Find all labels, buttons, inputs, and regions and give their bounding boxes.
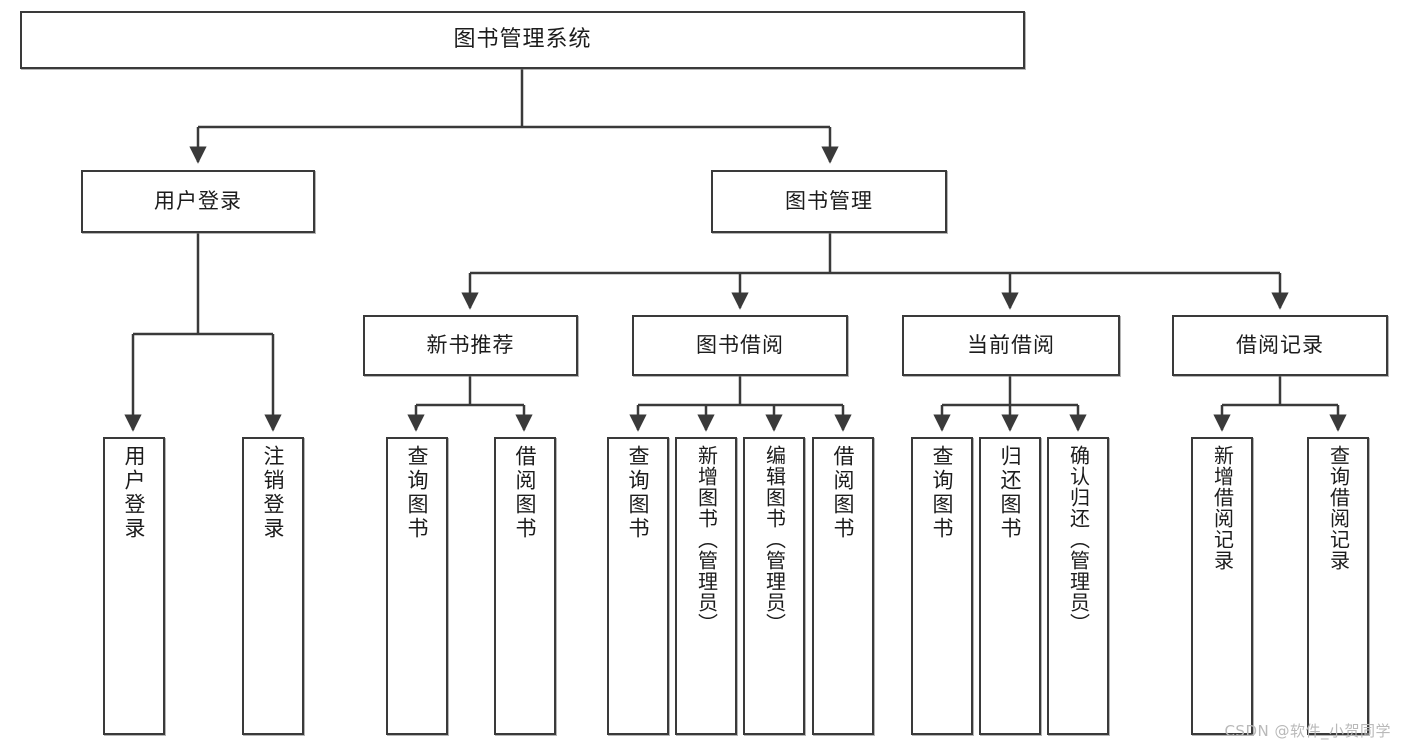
node-label: 查询图书	[930, 445, 955, 541]
leaf-add-borrow-record[interactable]: 新增借阅记录	[1191, 437, 1253, 735]
node-book-borrow[interactable]: 图书借阅	[632, 315, 848, 376]
node-label: 借阅图书	[831, 445, 856, 541]
node-label: 查询图书	[626, 445, 651, 541]
node-label: 图书借阅	[696, 333, 784, 358]
node-book-management[interactable]: 图书管理	[711, 170, 947, 233]
node-label: 查询借阅记录	[1326, 445, 1351, 571]
node-label: 图书管理	[785, 189, 873, 214]
node-borrow-record[interactable]: 借阅记录	[1172, 315, 1388, 376]
node-root-book-management-system[interactable]: 图书管理系统	[20, 11, 1025, 69]
watermark-text: CSDN @软件_小贺同学	[1224, 722, 1391, 740]
node-label: 归还图书	[998, 445, 1023, 541]
node-label: 注销登录	[261, 445, 286, 541]
leaf-query-book-current[interactable]: 查询图书	[911, 437, 973, 735]
leaf-query-book-borrow[interactable]: 查询图书	[607, 437, 669, 735]
leaf-confirm-return-admin[interactable]: 确认归还（管理员）	[1047, 437, 1109, 735]
node-label: 编辑图书（管理员）	[762, 445, 787, 634]
leaf-user-login[interactable]: 用户登录	[103, 437, 165, 735]
leaf-borrow-book[interactable]: 借阅图书	[812, 437, 874, 735]
leaf-return-book[interactable]: 归还图书	[979, 437, 1041, 735]
node-label: 新书推荐	[426, 333, 515, 358]
leaf-query-borrow-record[interactable]: 查询借阅记录	[1307, 437, 1369, 735]
node-new-book-recommend[interactable]: 新书推荐	[363, 315, 578, 376]
node-label: 查询图书	[405, 445, 430, 541]
leaf-edit-book-admin[interactable]: 编辑图书（管理员）	[743, 437, 805, 735]
leaf-borrow-book-recommend[interactable]: 借阅图书	[494, 437, 556, 735]
node-label: 用户登录	[122, 445, 147, 541]
leaf-add-book-admin[interactable]: 新增图书（管理员）	[675, 437, 737, 735]
leaf-logout[interactable]: 注销登录	[242, 437, 304, 735]
node-label: 新增借阅记录	[1210, 445, 1235, 571]
leaf-query-book-recommend[interactable]: 查询图书	[386, 437, 448, 735]
node-current-borrow[interactable]: 当前借阅	[902, 315, 1120, 376]
node-user-login[interactable]: 用户登录	[81, 170, 315, 233]
node-label: 确认归还（管理员）	[1066, 445, 1091, 634]
node-label: 借阅图书	[513, 445, 538, 541]
node-label: 当前借阅	[967, 333, 1055, 358]
node-label: 借阅记录	[1236, 333, 1324, 358]
node-label: 用户登录	[154, 189, 242, 214]
node-label: 图书管理系统	[453, 27, 592, 53]
node-label: 新增图书（管理员）	[694, 445, 719, 634]
